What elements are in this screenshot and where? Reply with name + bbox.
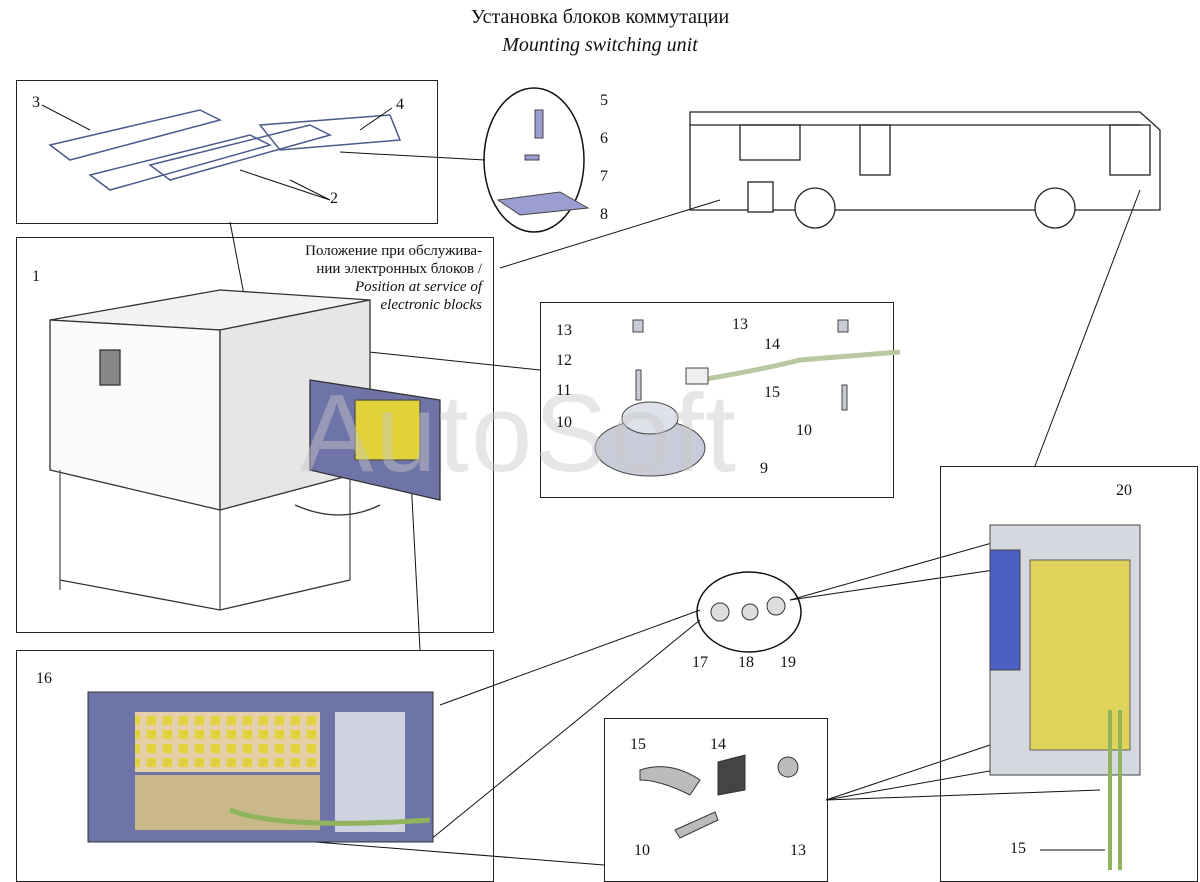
callout-4: 4 (396, 96, 404, 113)
title-en: Mounting switching unit (502, 34, 698, 56)
callout-10a: 10 (556, 414, 572, 431)
callout-14b: 14 (710, 736, 726, 753)
note-ru-line2: нии электронных блоков / (316, 261, 482, 277)
nuts-washers (710, 596, 786, 622)
callout-1: 1 (32, 268, 40, 285)
callout-10c: 10 (634, 842, 650, 859)
callout-17: 17 (692, 654, 708, 671)
callout-7: 7 (600, 168, 608, 185)
callout-13c: 13 (790, 842, 806, 859)
callout-13a: 13 (556, 322, 572, 339)
callout-2: 2 (330, 190, 338, 207)
cable-trays (48, 109, 402, 191)
callout-5: 5 (600, 92, 608, 109)
callout-8: 8 (600, 206, 608, 223)
clamp-parts (639, 754, 799, 839)
callout-3: 3 (32, 94, 40, 111)
callout-18: 18 (738, 654, 754, 671)
note-en-line1: Position at service of (354, 279, 482, 295)
fastener-assembly (496, 109, 901, 477)
title-ru: Установка блоков коммутации (470, 6, 730, 28)
panel-cable-trays (16, 80, 438, 224)
callout-16: 16 (36, 670, 52, 687)
callout-9: 9 (760, 460, 768, 477)
callout-10b: 10 (796, 422, 812, 439)
side-unit (989, 524, 1141, 870)
callout-20: 20 (1116, 482, 1132, 499)
callout-15c: 15 (1010, 840, 1026, 857)
callout-12: 12 (556, 352, 572, 369)
detail-circle-screw (483, 87, 585, 233)
note-en-line2: electronic blocks (380, 297, 482, 313)
detail-circle-nuts (696, 571, 802, 653)
callout-19: 19 (780, 654, 796, 671)
callout-6: 6 (600, 130, 608, 147)
callout-13b: 13 (732, 316, 748, 333)
callout-15a: 15 (764, 384, 780, 401)
switching-board (87, 691, 434, 843)
cabinet (49, 289, 441, 611)
bus (689, 111, 1161, 229)
callout-11: 11 (556, 382, 572, 399)
service-position-note: Положение при обслужива- нии электронных… (270, 242, 482, 314)
watermark: AutoSoft (300, 372, 738, 495)
callout-15b: 15 (630, 736, 646, 753)
note-ru-line1: Положение при обслужива- (305, 243, 482, 259)
callout-14a: 14 (764, 336, 780, 353)
panel-fastener (540, 302, 894, 498)
